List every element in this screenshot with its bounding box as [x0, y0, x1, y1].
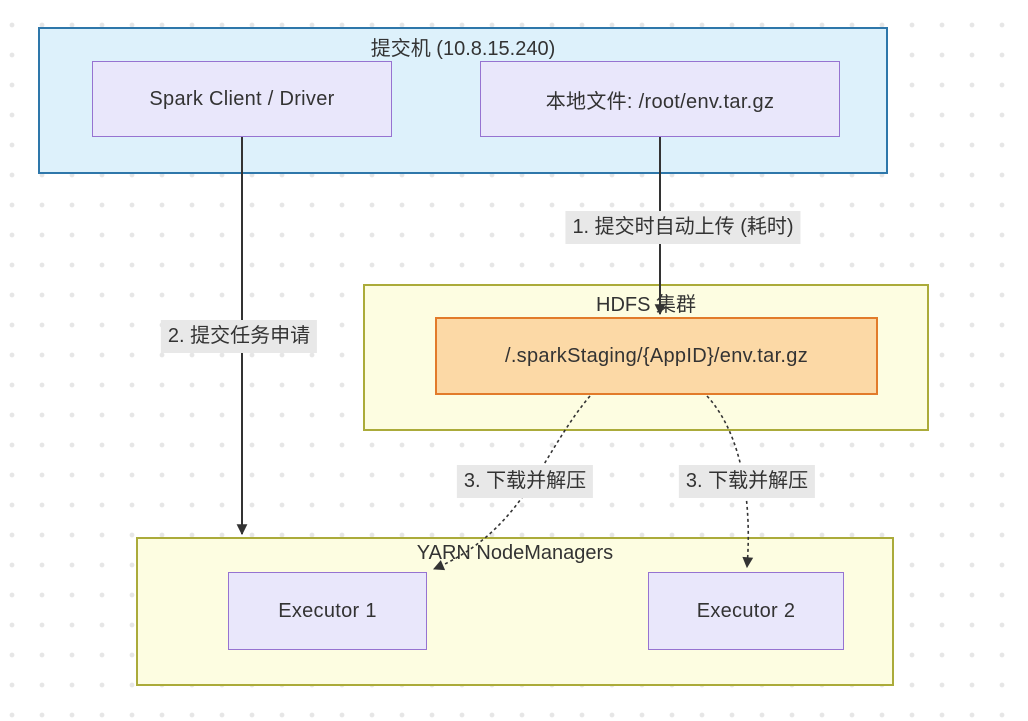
- hdfs-staging-node: /.sparkStaging/{AppID}/env.tar.gz: [435, 317, 878, 395]
- local-file-node: 本地文件: /root/env.tar.gz: [480, 61, 840, 137]
- executor1-label: Executor 1: [278, 599, 377, 622]
- hdfs-staging-path: /.sparkStaging/{AppID}/env.tar.gz: [504, 344, 809, 367]
- local-file-label: 本地文件: /root/env.tar.gz: [545, 90, 775, 113]
- edge-label-download-left: 3. 下载并解压: [456, 465, 594, 498]
- spark-client-node: Spark Client / Driver: [92, 61, 392, 137]
- executor2-label: Executor 2: [696, 599, 796, 622]
- edge-label-download-right: 3. 下载并解压: [678, 465, 816, 498]
- edge-label-submit: 2. 提交任务申请: [160, 320, 318, 353]
- executor2-node: Executor 2: [648, 572, 844, 650]
- executor1-node: Executor 1: [228, 572, 427, 650]
- submit-host-title: 提交机 (10.8.15.240): [370, 38, 556, 60]
- yarn-cluster-title: YARN NodeManagers: [416, 542, 614, 564]
- spark-client-label: Spark Client / Driver: [149, 87, 335, 110]
- edge-label-upload: 1. 提交时自动上传 (耗时): [565, 211, 801, 244]
- hdfs-cluster-title: HDFS 集群: [596, 294, 696, 316]
